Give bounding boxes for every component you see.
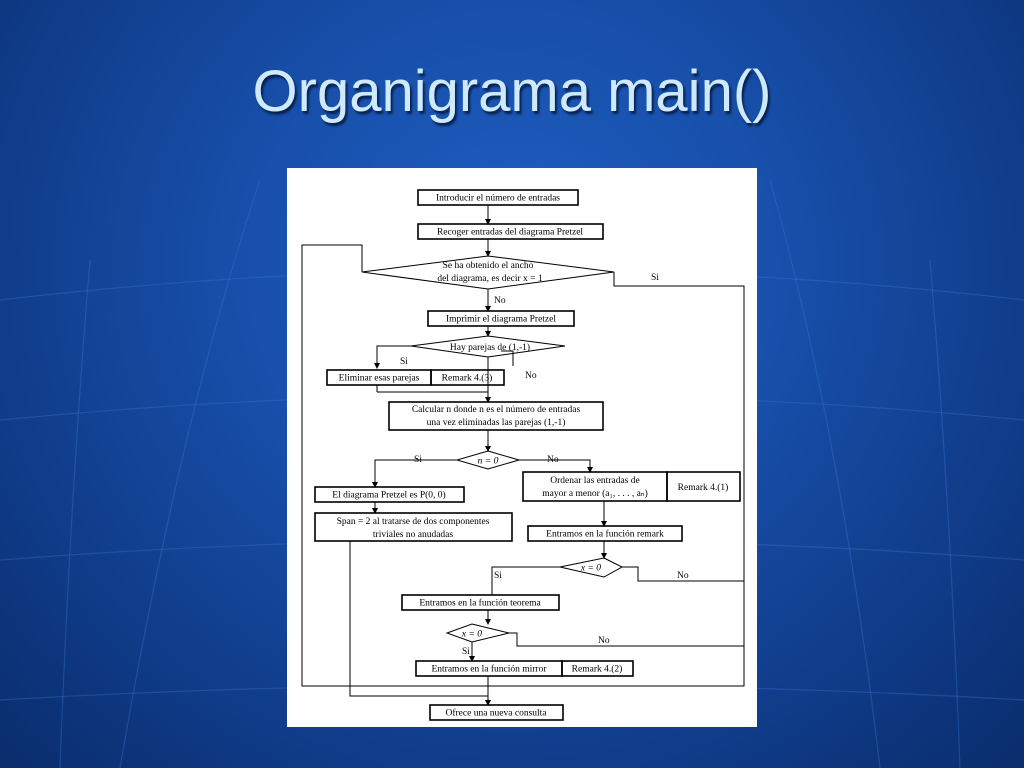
decision-ancho-line2: del diagrama, es decir x = 1 xyxy=(437,274,543,284)
decision-n0-diamond xyxy=(455,450,521,470)
decision-n0: n = 0 xyxy=(478,457,499,467)
decision-ancho-line1: Se ha obtenido el ancho xyxy=(443,261,534,271)
label-d3-yes: Si xyxy=(414,455,422,465)
label-d2-yes: Si xyxy=(400,357,408,367)
node-calcular-line1: Calcular n donde n es el número de entra… xyxy=(412,405,581,415)
node-span-box xyxy=(314,512,513,542)
label-d5-no: No xyxy=(598,636,610,646)
decision-parejas: Hay parejas de (1,-1) xyxy=(450,342,530,353)
node-pretzel: El diagrama Pretzel es P(0, 0) xyxy=(332,490,445,501)
node-remark1-box xyxy=(666,471,741,502)
node-remark2-box xyxy=(561,660,634,677)
label-d4-no: No xyxy=(677,571,689,581)
decision-x0-a: x = 0 xyxy=(580,564,601,574)
label-d3-no: No xyxy=(547,455,559,465)
node-span-line2: triviales no anudadas xyxy=(373,530,454,540)
node-mirror: Entramos en la función mirror xyxy=(431,664,547,675)
node-remark2: Remark 4.(2) xyxy=(572,664,623,675)
node-consulta: Ofrece una nueva consulta xyxy=(445,708,547,719)
label-d2-no: No xyxy=(525,371,537,381)
node-recoger: Recoger entradas del diagrama Pretzel xyxy=(437,228,583,238)
slide-title: Organigrama main() xyxy=(252,59,772,124)
label-d1-yes: Si xyxy=(651,273,659,283)
label-d4-yes: Si xyxy=(494,571,502,581)
decision-x0-b: x = 0 xyxy=(461,630,482,640)
node-pretzel-box xyxy=(314,486,465,503)
label-d5-yes: Si xyxy=(462,647,470,657)
node-imprimir-box xyxy=(427,310,575,327)
node-span-line1: Span = 2 al tratarse de dos componentes xyxy=(337,517,490,527)
node-recoger-box xyxy=(417,223,604,240)
node-introducir: Introducir el número de entradas xyxy=(436,194,560,204)
node-remark3-box xyxy=(430,369,505,386)
decision-x0-a-diamond xyxy=(559,557,624,578)
node-remark1: Remark 4.(1) xyxy=(678,482,729,493)
node-consulta-box xyxy=(429,704,564,721)
node-remark-fn-box xyxy=(527,525,683,542)
node-teorema-box xyxy=(401,594,560,611)
label-d1-no: No xyxy=(494,296,506,306)
node-calcular-line2: una vez eliminadas las parejas (1,-1) xyxy=(427,417,566,428)
flowchart-image: Introducir el número de entradas Recoger… xyxy=(287,168,757,727)
node-ordenar-line1: Ordenar las entradas de xyxy=(550,476,639,486)
node-remark3: Remark 4.(3) xyxy=(442,373,493,384)
flowchart-svg: Introducir el número de entradas Recoger… xyxy=(301,189,745,721)
node-remark-fn: Entramos en la función remark xyxy=(546,529,664,540)
node-teorema: Entramos en la función teorema xyxy=(419,598,541,609)
node-ordenar-line2: mayor a menor (a₁, . . . , aₙ) xyxy=(542,488,648,499)
node-imprimir: Imprimir el diagrama Pretzel xyxy=(446,315,556,325)
node-introducir-box xyxy=(417,189,579,206)
node-calcular-box xyxy=(388,401,604,431)
node-eliminar: Eliminar esas parejas xyxy=(339,374,420,384)
